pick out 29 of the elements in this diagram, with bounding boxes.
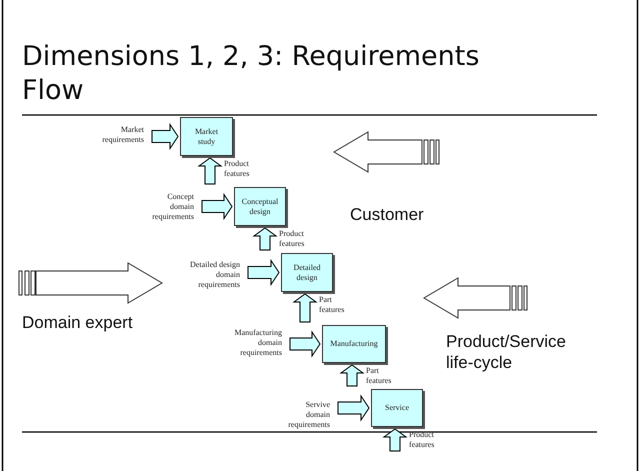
block-arrow — [248, 258, 280, 286]
process-box: Detailed design — [281, 253, 333, 292]
requirement-text: Servive domain requirements — [280, 398, 338, 432]
block-arrow — [339, 364, 365, 386]
edge-label: Part features — [319, 295, 346, 315]
block-arrow — [292, 293, 318, 322]
edge-label: Product features — [224, 159, 250, 179]
block-arrow — [382, 428, 408, 452]
actor-label: Product/Service life-cycle — [446, 331, 567, 373]
requirement-text: Concept domain requirements — [142, 190, 202, 224]
process-box: Market study — [180, 117, 233, 156]
actor-label: Customer — [350, 204, 425, 225]
block-arrow — [202, 192, 233, 220]
edge-label: Product features — [279, 229, 306, 249]
block-arrow — [252, 227, 278, 250]
edge-label: Product features — [409, 430, 436, 450]
actor-label: Domain expert — [22, 312, 134, 333]
requirement-text: Market requirements — [90, 120, 152, 150]
process-box: Service — [371, 389, 423, 427]
block-arrow — [152, 122, 179, 150]
block-arrow — [197, 157, 223, 184]
block-arrow — [290, 330, 321, 358]
process-box: Manufacturing — [322, 325, 386, 363]
block-arrow — [338, 394, 370, 422]
requirement-text: Detailed design domain requirements — [188, 253, 248, 297]
requirement-text: Manufacturing domain requirements — [220, 326, 290, 360]
process-box: Conceptual design — [234, 187, 286, 226]
edge-label: Part features — [366, 366, 392, 386]
slide-title: Dimensions 1, 2, 3: Requirements Flow — [22, 40, 480, 108]
